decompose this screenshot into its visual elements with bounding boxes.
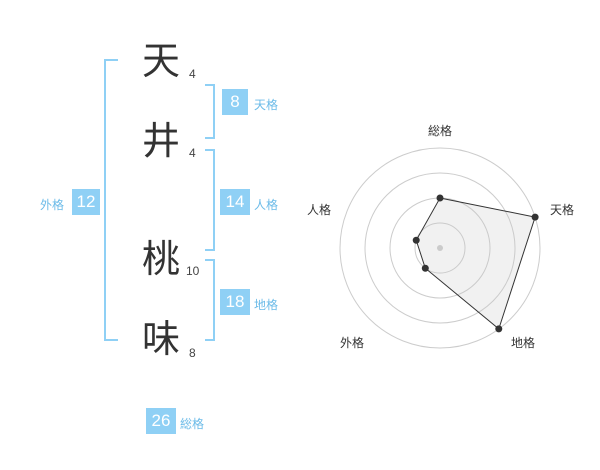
- soukaku-label: 総格: [180, 417, 205, 431]
- radar-ring-1: [414, 222, 466, 274]
- chikaku-label: 地格: [254, 298, 279, 312]
- stroke-count-4: 8: [189, 346, 196, 360]
- name-char-3: 桃: [142, 237, 181, 281]
- gaikaku-badge: 12: [72, 189, 100, 215]
- stroke-count-3: 10: [186, 264, 200, 278]
- radar-axis-label-jinkaku: 人格: [307, 203, 332, 217]
- stroke-count-2: 4: [189, 146, 196, 160]
- radar-ring-3: [364, 172, 516, 324]
- name-char-1: 天: [142, 39, 181, 83]
- radar-ring-4: [339, 147, 541, 349]
- radar-data-polygon: [415, 197, 536, 330]
- jinkaku-badge: 14: [220, 189, 250, 215]
- chikaku-badge: 18: [220, 289, 250, 315]
- name-char-2: 井: [142, 119, 181, 163]
- radar-data-point-3: [495, 325, 503, 333]
- radar-data-point-2: [531, 213, 539, 221]
- name-char-4: 味: [142, 317, 181, 361]
- tenkaku-badge: 8: [222, 89, 248, 115]
- stroke-count-1: 4: [189, 67, 196, 81]
- radar-center-dot: [437, 245, 443, 251]
- soukaku-badge: 26: [146, 408, 176, 434]
- gaikaku-label: 外格: [40, 198, 65, 212]
- radar-data-point-1: [436, 194, 444, 202]
- radar-axis-label-gaikaku: 外格: [340, 336, 365, 350]
- radar-axis-label-tenkaku: 天格: [550, 203, 575, 217]
- radar-data-point-5: [412, 236, 420, 244]
- jinkaku-label: 人格: [254, 198, 279, 212]
- radar-axis-label-chikaku: 地格: [511, 336, 536, 350]
- radar-data-point-4: [421, 264, 429, 272]
- tenkaku-label: 天格: [254, 98, 279, 112]
- radar-axis-label-soukaku: 総格: [428, 124, 453, 138]
